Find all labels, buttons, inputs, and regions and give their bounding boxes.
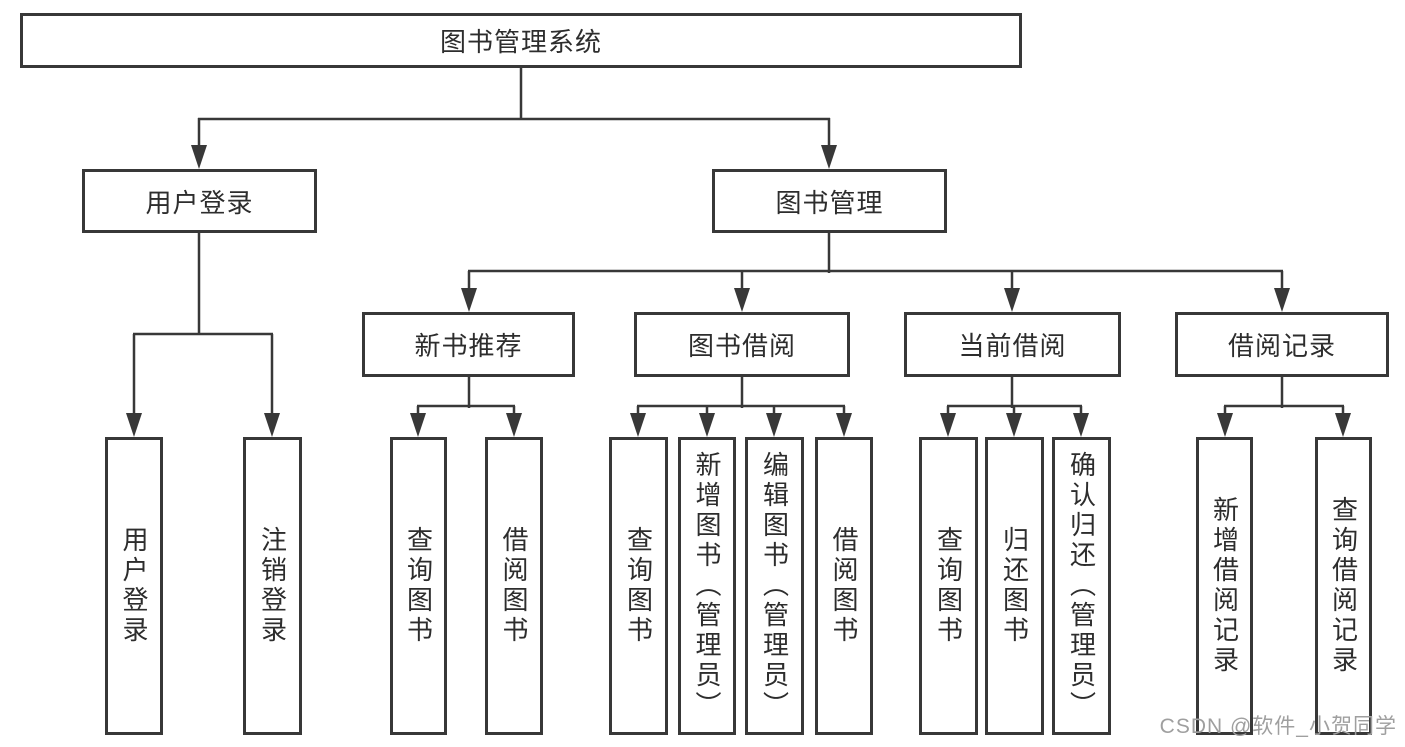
- arrowhead: [1006, 413, 1022, 437]
- arrowhead: [630, 413, 646, 437]
- leaf-edit-book-admin: 编辑图书（管理员）: [745, 437, 804, 735]
- node-new-book-recommend: 新书推荐: [362, 312, 575, 377]
- leaf-query-books-borrow: 查询图书: [609, 437, 668, 735]
- arrowhead: [410, 413, 426, 437]
- arrowhead: [1217, 413, 1233, 437]
- leaf-query-borrow-record: 查询借阅记录: [1315, 437, 1372, 735]
- arrowhead: [734, 288, 750, 312]
- arrowhead: [836, 413, 852, 437]
- leaf-add-borrow-record: 新增借阅记录: [1196, 437, 1253, 735]
- leaf-return-book: 归还图书: [985, 437, 1044, 735]
- arrowhead: [191, 145, 207, 169]
- leaf-borrow-books: 借阅图书: [815, 437, 873, 735]
- node-root: 图书管理系统: [20, 13, 1022, 68]
- arrowhead: [766, 413, 782, 437]
- leaf-query-books-current: 查询图书: [919, 437, 978, 735]
- arrowhead: [506, 413, 522, 437]
- node-user-login: 用户登录: [82, 169, 317, 233]
- node-current-borrow: 当前借阅: [904, 312, 1121, 377]
- arrowhead: [940, 413, 956, 437]
- leaf-logout: 注销登录: [243, 437, 302, 735]
- arrowhead: [1004, 288, 1020, 312]
- connector-path: [132, 68, 1345, 415]
- leaf-confirm-return-admin: 确认归还（管理员）: [1052, 437, 1111, 735]
- leaf-add-book-admin: 新增图书（管理员）: [678, 437, 736, 735]
- tree-edges: [132, 68, 1345, 415]
- arrowhead: [699, 413, 715, 437]
- arrowheads: [126, 145, 1351, 437]
- leaf-user-login: 用户登录: [105, 437, 163, 735]
- leaf-query-books-recommend: 查询图书: [390, 437, 447, 735]
- leaf-borrow-books-recommend: 借阅图书: [485, 437, 543, 735]
- node-book-borrow: 图书借阅: [634, 312, 850, 377]
- arrowhead: [1274, 288, 1290, 312]
- node-borrow-records: 借阅记录: [1175, 312, 1389, 377]
- node-book-management: 图书管理: [712, 169, 947, 233]
- arrowhead: [821, 145, 837, 169]
- arrowhead: [1073, 413, 1089, 437]
- csdn-watermark: CSDN @软件_小贺同学: [1159, 715, 1397, 738]
- arrowhead: [1335, 413, 1351, 437]
- arrowhead: [126, 413, 142, 437]
- arrowhead: [264, 413, 280, 437]
- arrowhead: [461, 288, 477, 312]
